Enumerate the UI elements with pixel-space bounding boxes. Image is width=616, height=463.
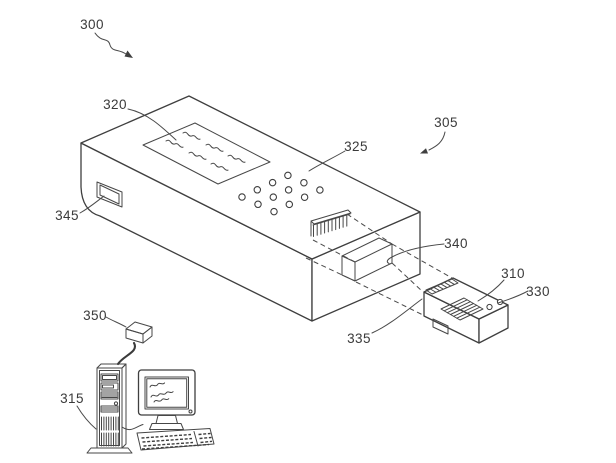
memory-card	[423, 277, 509, 344]
leader-310	[477, 279, 505, 302]
textured-panel	[142, 122, 271, 185]
adapter-cable	[116, 341, 137, 366]
tower-to-monitor-cable	[121, 424, 144, 431]
leader-325	[308, 150, 346, 172]
tower-vents-lower	[101, 432, 119, 447]
speaker-holes	[238, 171, 324, 216]
side-port	[96, 181, 123, 208]
label-325: 325	[344, 139, 368, 154]
insertion-dashed-lines	[305, 213, 453, 316]
device-front-face	[80, 142, 313, 322]
arrow-300	[94, 32, 133, 58]
connector-pins	[310, 209, 352, 237]
tower-pc	[86, 363, 133, 454]
leader-330	[497, 290, 529, 304]
monitor-neck	[155, 415, 178, 424]
label-315: 315	[60, 391, 84, 406]
computer-workstation	[86, 321, 215, 454]
label-330: 330	[526, 284, 550, 299]
card-hole-1	[486, 303, 493, 311]
label-340: 340	[444, 236, 468, 251]
leader-340	[386, 243, 445, 264]
label-335: 335	[347, 331, 371, 346]
keyboard	[136, 428, 215, 451]
label-345: 345	[55, 208, 79, 223]
monitor-power-led	[188, 409, 193, 414]
card-contact-band	[425, 278, 459, 295]
panel-wavy-lines	[165, 131, 246, 171]
label-320: 320	[103, 97, 127, 112]
tower-vents-upper	[101, 416, 119, 431]
leader-320	[127, 108, 177, 141]
monitor	[137, 369, 196, 430]
card-striped-pad	[440, 297, 484, 321]
card-front-window	[432, 318, 449, 335]
main-device-body	[80, 95, 421, 322]
leader-335	[371, 298, 423, 334]
leader-315	[76, 405, 97, 430]
label-350: 350	[83, 308, 107, 323]
arrow-305	[420, 131, 446, 154]
screen-wavy-lines	[149, 382, 174, 403]
tower-base	[86, 447, 133, 454]
monitor-base	[149, 423, 184, 430]
leader-345	[79, 195, 105, 214]
label-310: 310	[501, 266, 525, 281]
label-300: 300	[80, 17, 104, 32]
label-305: 305	[434, 115, 458, 130]
adapter-box	[116, 321, 153, 366]
reference-labels: 300 305 320 325 345 340 310 330 335 350 …	[55, 17, 550, 430]
leader-350	[105, 316, 127, 328]
